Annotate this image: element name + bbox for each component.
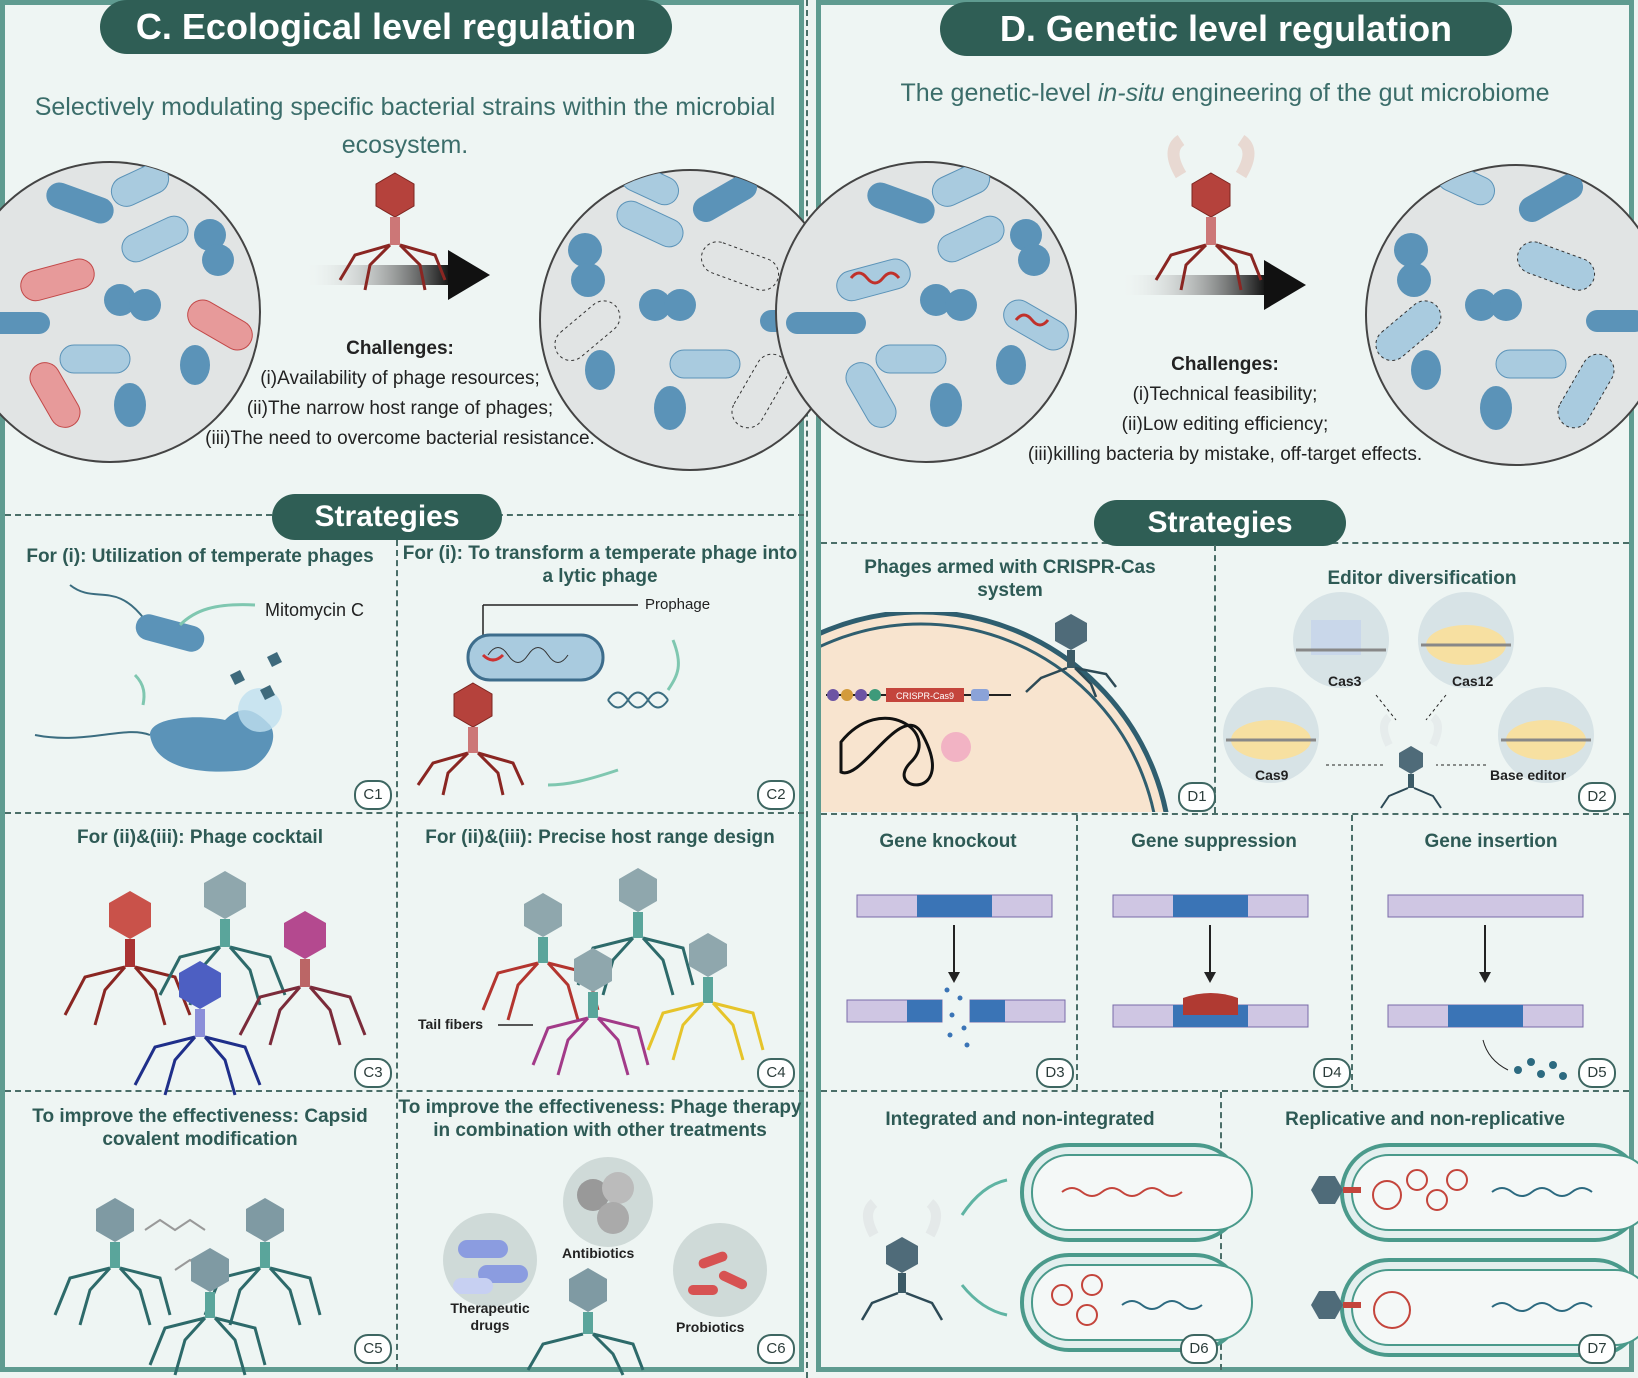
badge-d1: D1 <box>1178 782 1216 812</box>
genetic-subtitle-pre: The genetic-level <box>900 79 1098 107</box>
ecological-challenge-1: (i)Availability of phage resources; <box>260 368 540 389</box>
panel-d3-title: Gene knockout <box>879 831 1017 852</box>
genetic-subtitle-em: in-situ <box>1097 79 1165 107</box>
badge-c2: C2 <box>757 780 795 810</box>
badge-d6: D6 <box>1180 1334 1218 1364</box>
panel-c6-title: To improve the effectiveness: Phage ther… <box>398 1097 802 1141</box>
panel-c2-title: For (i): To transform a temperate phage … <box>402 543 798 587</box>
ecological-title: C. Ecological level regulation <box>100 0 672 54</box>
panel-c1-title: For (i): Utilization of temperate phages <box>26 546 374 567</box>
badge-d4: D4 <box>1313 1058 1351 1088</box>
gene-insertion-illustration <box>1387 894 1584 1080</box>
ecological-strategies-pill: Strategies <box>272 494 502 540</box>
d-grid-hline-1 <box>821 813 1629 815</box>
combination-therapy-illustration <box>443 1157 767 1376</box>
replication-illustration <box>1311 1143 1638 1357</box>
panel-d6-title: Integrated and non-integrated <box>885 1109 1155 1130</box>
d-grid-vline-1 <box>1214 545 1216 813</box>
ecological-challenge-3: (iii)The need to overcome bacterial resi… <box>205 428 595 449</box>
crispr-cas9-tag: CRISPR-Cas9 <box>896 691 954 701</box>
ecological-challenges-heading: Challenges: <box>346 338 454 359</box>
badge-d7: D7 <box>1578 1334 1616 1364</box>
panel-c5-title: To improve the effectiveness: Capsid cov… <box>32 1106 368 1150</box>
d-grid-vline-3 <box>1351 815 1353 1090</box>
cas12-label: Cas12 <box>1452 673 1494 689</box>
genetic-strategies-pill: Strategies <box>1094 500 1346 546</box>
badge-d3: D3 <box>1036 1058 1074 1088</box>
panel-d7-title: Replicative and non-replicative <box>1285 1109 1565 1130</box>
editor-diversification-illustration <box>1223 592 1594 809</box>
ecological-challenge-2: (ii)The narrow host range of phages; <box>246 398 554 419</box>
d-grid-hline-2 <box>821 1090 1629 1092</box>
badge-d5: D5 <box>1578 1058 1616 1088</box>
therapeutic-drugs-label: Therapeutic drugs <box>450 1300 530 1333</box>
genetic-challenge-3: (iii)killing bacteria by mistake, off-ta… <box>1027 444 1423 465</box>
c-grid-hline-2 <box>5 1090 804 1092</box>
badge-c4: C4 <box>757 1058 795 1088</box>
antibiotics-label: Antibiotics <box>562 1245 635 1261</box>
d-grid-vline-2 <box>1076 815 1078 1090</box>
panel-c3-title: For (ii)&(iii): Phage cocktail <box>77 827 323 848</box>
ecological-challenges: Challenges: (i)Availability of phage res… <box>160 334 640 454</box>
cas3-label: Cas3 <box>1328 673 1362 689</box>
c-grid-hline-1 <box>5 812 804 814</box>
crispr-phage-illustration: CRISPR-Cas9 <box>821 612 1169 812</box>
panel-d4-title: Gene suppression <box>1131 831 1297 852</box>
genetic-challenge-1: (i)Technical feasibility; <box>1132 384 1318 405</box>
base-editor-label: Base editor <box>1490 767 1567 783</box>
badge-c3: C3 <box>354 1058 392 1088</box>
temperate-phage-illustration <box>34 584 282 772</box>
badge-c5: C5 <box>354 1334 392 1364</box>
probiotics-label: Probiotics <box>676 1319 745 1335</box>
phage-cocktail-illustration <box>63 871 367 1096</box>
panel-d1-title: Phages armed with CRISPR-Cas system <box>864 557 1156 601</box>
panel-d5-title: Gene insertion <box>1424 831 1558 852</box>
badge-d2: D2 <box>1578 782 1616 812</box>
genetic-challenges-heading: Challenges: <box>1171 354 1279 375</box>
ecological-overview-illustration <box>0 161 841 471</box>
badge-c1: C1 <box>354 780 392 810</box>
genetic-challenge-2: (ii)Low editing efficiency; <box>1121 414 1329 435</box>
genetic-challenges: Challenges: (i)Technical feasibility; (i… <box>985 350 1465 470</box>
c-grid-vline <box>396 540 398 1370</box>
ecological-subtitle: Selectively modulating specific bacteria… <box>34 93 776 159</box>
prophage-label: Prophage <box>645 596 711 613</box>
cas9-label: Cas9 <box>1255 767 1289 783</box>
mitomycin-label: Mitomycin C <box>265 600 365 620</box>
lytic-transformation-illustration <box>416 604 680 796</box>
genetic-title: D. Genetic level regulation <box>940 2 1512 56</box>
tail-fibers-label: Tail fibers <box>418 1016 484 1032</box>
badge-c6: C6 <box>757 1334 795 1364</box>
genetic-subtitle: The genetic-level in-situ engineering of… <box>830 74 1620 112</box>
integration-illustration <box>860 1143 1253 1352</box>
panel-c4-title: For (ii)&(iii): Precise host range desig… <box>425 827 775 848</box>
genetic-overview-illustration <box>775 135 1638 466</box>
gene-knockout-illustration <box>846 894 1066 1048</box>
panel-d2-title: Editor diversification <box>1327 568 1517 589</box>
host-range-design-illustration <box>481 868 765 1076</box>
capsid-modification-illustration <box>53 1198 322 1376</box>
gene-suppression-illustration <box>1112 894 1309 1028</box>
column-separator <box>806 0 814 1378</box>
genetic-subtitle-post: engineering of the gut microbiome <box>1164 79 1550 107</box>
